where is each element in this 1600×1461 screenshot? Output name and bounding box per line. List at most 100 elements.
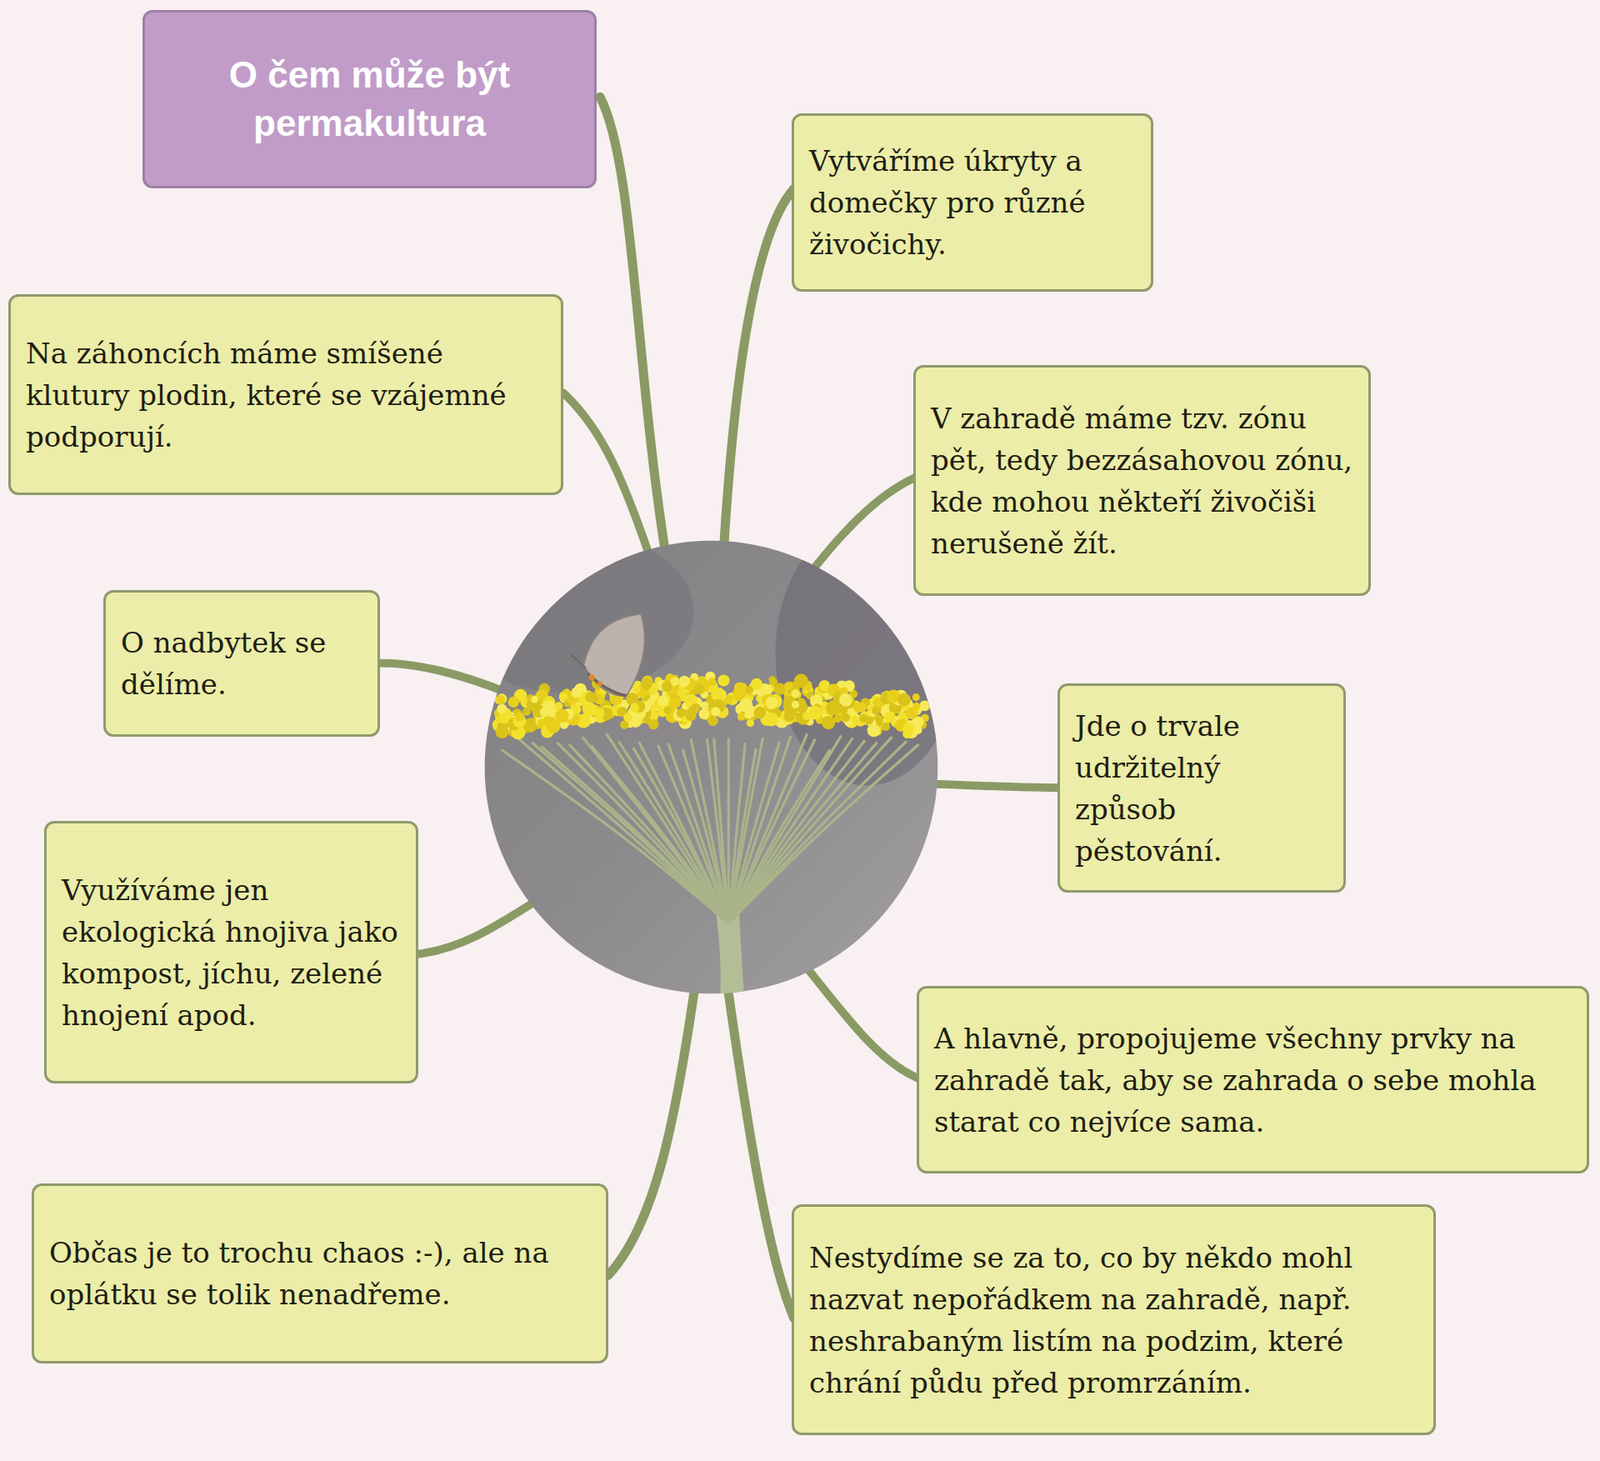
butterfly-spot (597, 680, 603, 686)
flower-floret (897, 693, 911, 707)
idea-box: Nestydíme se za to, co by někdo mohl naz… (791, 1204, 1436, 1435)
branch-line (722, 188, 795, 571)
flower-stalk (582, 736, 729, 924)
photo-blur (449, 530, 695, 695)
flower-floret (495, 695, 505, 705)
flower-floret (710, 706, 720, 716)
flower-floret (546, 719, 561, 734)
flower-floret (700, 701, 710, 710)
idea-text: Na záhoncích máme smíšené klutury plodin… (25, 332, 546, 458)
flower-stalk (618, 740, 729, 924)
flower-floret (496, 693, 507, 704)
flower-stems (500, 733, 919, 924)
flower-floret (737, 713, 745, 721)
butterfly-antenna (571, 655, 586, 669)
flower-floret (744, 710, 753, 720)
flower-floret (630, 702, 640, 712)
flower-stalk (714, 738, 730, 924)
idea-text: Využíváme jen ekologická hnojiva jako ko… (61, 869, 401, 1036)
flower-floret (717, 674, 730, 686)
idea-box: Jde o trvale udržitelný způsob pěstování… (1057, 683, 1346, 893)
branch-line (918, 783, 1060, 788)
flower-floret (750, 678, 763, 690)
flower-stalk (690, 738, 729, 924)
flower-stalk (515, 736, 729, 924)
flower-floret (632, 685, 640, 693)
flower-floret (640, 677, 653, 690)
flower-floret (746, 719, 755, 727)
flower-floret (841, 713, 850, 722)
butterfly-wing (583, 614, 645, 696)
idea-text: O nadbytek se dělíme. (120, 621, 363, 705)
idea-text: A hlavně, propojujeme všechny prvky na z… (934, 1017, 1572, 1143)
flower-floret (495, 725, 509, 739)
flower-floret (508, 696, 520, 708)
branch-line (795, 954, 919, 1079)
flower-floret (734, 682, 746, 695)
idea-box: O nadbytek se dělíme. (103, 590, 380, 737)
idea-text: Vytváříme úkryty a domečky pro různé živ… (809, 140, 1136, 265)
flower-floret (871, 706, 880, 715)
branch-line (608, 979, 696, 1275)
idea-box: A hlavně, propojujeme všechny prvky na z… (916, 985, 1590, 1174)
flower-floret (765, 696, 779, 710)
flower-floret (881, 722, 890, 731)
flower-floret (784, 681, 794, 691)
butterfly-spot (589, 674, 595, 680)
branch-line (600, 96, 669, 571)
flower-floret (764, 712, 779, 727)
flower-floret (808, 705, 823, 720)
flower-floret (646, 698, 655, 706)
flower-floret (865, 715, 874, 725)
flower-floret (827, 699, 842, 714)
title-box: O čem může být permakultura (142, 10, 597, 189)
idea-box: Na záhoncích máme smíšené klutury plodin… (8, 294, 564, 495)
photo-background (480, 535, 950, 1005)
flower-floret (560, 692, 568, 700)
flower-floret (530, 695, 539, 704)
flower-stalk (727, 737, 730, 923)
flower-head (492, 671, 930, 740)
flower-floret (821, 715, 835, 730)
flower-floret (590, 694, 599, 703)
flower-stalk (606, 733, 730, 924)
flower-stalk (728, 744, 919, 924)
flower-floret (543, 700, 555, 712)
idea-text: Jde o trvale udržitelný způsob pěstování… (1075, 705, 1329, 872)
flower-floret (582, 701, 597, 716)
idea-text: Nestydíme se za to, co by někdo mohl naz… (809, 1236, 1419, 1404)
branch-line (380, 663, 511, 695)
flower-floret (676, 708, 686, 718)
idea-box: Občas je to trochu chaos :-), ale na opl… (31, 1183, 609, 1364)
flower-floret (739, 698, 754, 713)
flower-stalk (590, 745, 729, 924)
flower-floret (555, 709, 569, 723)
flower-floret (867, 724, 881, 738)
flower-floret (914, 725, 923, 735)
flower-floret (664, 706, 672, 715)
flower-floret (515, 712, 525, 722)
flower-floret (707, 715, 719, 726)
flower-floret (791, 700, 800, 709)
butterfly-body (587, 673, 627, 696)
branch-line (418, 897, 541, 954)
flower-floret (796, 711, 810, 725)
flower-stalk (633, 747, 730, 924)
flower-floret (690, 703, 700, 713)
flower-floret (839, 693, 853, 707)
flower-floret (678, 675, 690, 688)
butterfly (571, 614, 645, 696)
flower-floret (623, 712, 633, 722)
flower-stalk (706, 738, 729, 924)
idea-box: Využíváme jen ekologická hnojiva jako ko… (44, 820, 419, 1084)
flower-floret (912, 702, 920, 710)
flower-floret (657, 695, 669, 706)
flower-floret (713, 687, 725, 699)
flower-floret (570, 686, 582, 698)
idea-box: V zahradě máme tzv. zónu pět, tedy bezzá… (913, 365, 1371, 596)
flower-floret (698, 708, 710, 720)
flower-floret (661, 680, 673, 692)
idea-text: Občas je to trochu chaos :-), ale na opl… (49, 1231, 591, 1315)
flower-floret (853, 701, 864, 712)
branch-line (726, 979, 795, 1318)
